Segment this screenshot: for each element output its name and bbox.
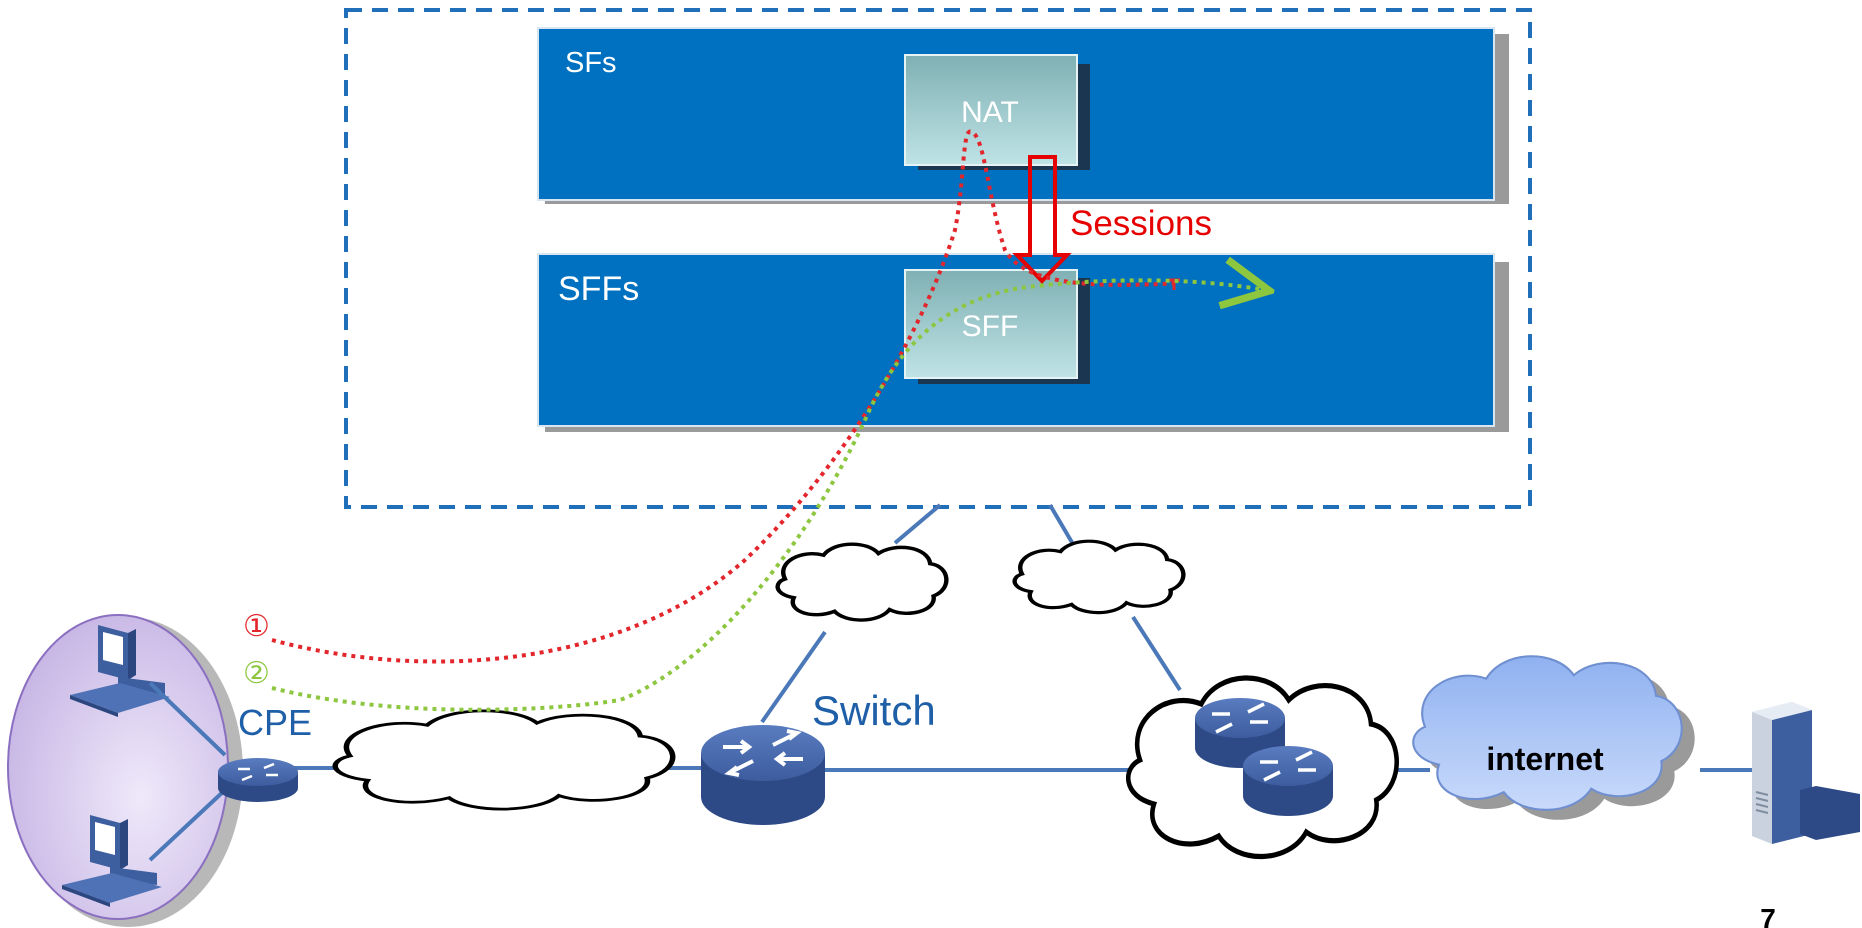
internet-label: internet [1486, 741, 1604, 777]
nat-box[interactable]: NAT [904, 54, 1090, 170]
page-number: 7 [1760, 903, 1776, 928]
nat-label: NAT [961, 96, 1019, 129]
router-icon[interactable] [218, 758, 298, 802]
sfs-label: SFs [565, 47, 617, 79]
link-line [1131, 615, 1182, 692]
sessions-arrow [1012, 155, 1072, 284]
lan-site [7, 614, 243, 927]
flow-1-marker: ① [243, 610, 270, 643]
cloud-icon [778, 544, 947, 620]
flow-2-marker: ② [243, 657, 270, 690]
link-line [148, 788, 227, 862]
sffs-label: SFFs [558, 270, 639, 308]
internet-cloud: internet [1412, 655, 1695, 820]
computer-icon[interactable] [62, 815, 162, 907]
router-icon[interactable] [1243, 746, 1333, 816]
sff-label: SFF [962, 310, 1019, 343]
cpe-label: CPE [238, 702, 312, 743]
link-line [893, 503, 942, 545]
flow-path-1 [271, 129, 1181, 664]
server-icon[interactable] [1752, 702, 1860, 844]
switch-icon[interactable] [701, 725, 825, 825]
cloud-icon [335, 711, 673, 809]
computer-icon[interactable] [70, 625, 170, 717]
link-line [148, 681, 227, 757]
cloud-icon [1015, 541, 1184, 612]
sessions-label: Sessions [1070, 204, 1212, 243]
link-line [760, 630, 827, 724]
switch-label: Switch [812, 687, 936, 734]
